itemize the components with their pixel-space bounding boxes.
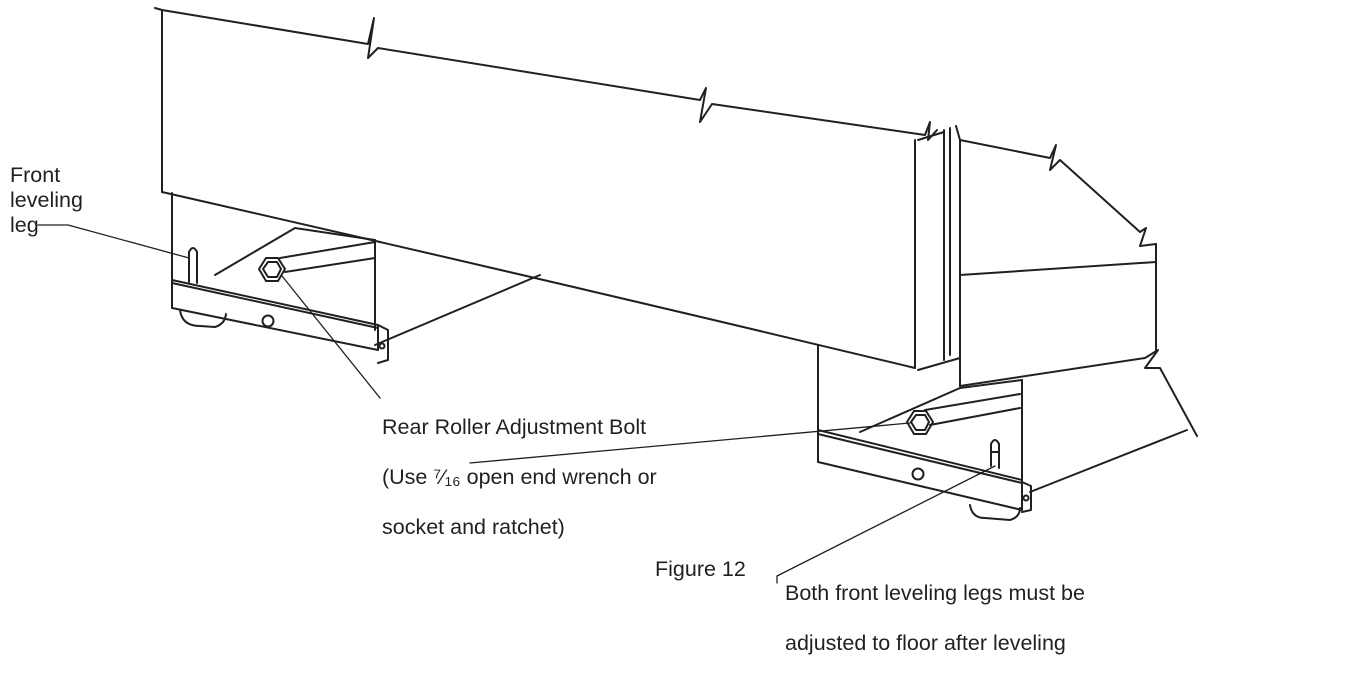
both-legs-line-2: adjusted to floor after leveling: [785, 631, 1066, 655]
leader-both-legs: [776, 465, 996, 584]
rear-roller-line-2: (Use ⁷⁄₁₆ open end wrench or: [382, 465, 657, 490]
right-rear-roller-bolt-icon: [906, 410, 934, 435]
rear-roller-line-2-post: open end wrench or: [460, 465, 657, 489]
leader-rear-roller-right: [469, 422, 911, 464]
both-legs-note: Both front leveling legs must be adjuste…: [785, 556, 1085, 681]
wrench-size-fraction: ⁷⁄₁₆: [433, 465, 461, 489]
left-base-frame: [171, 192, 541, 364]
rear-roller-line-2-pre: (Use: [382, 465, 434, 489]
left-cabinet-panel: [154, 7, 938, 369]
left-rear-roller-bolt-icon: [258, 257, 286, 282]
front-leveling-leg-label: Front leveling leg: [10, 163, 83, 237]
equipment-line-drawing: [37, 7, 1198, 584]
both-legs-line-1: Both front leveling legs must be: [785, 581, 1085, 605]
figure-caption: Figure 12: [655, 557, 746, 581]
right-base-frame: [817, 344, 1188, 521]
right-leveling-leg: [990, 439, 1000, 469]
leader-front-leg: [37, 224, 190, 259]
leader-rear-roller-left: [281, 275, 381, 399]
leader-lines: [37, 224, 996, 584]
rear-roller-adjustment-bolt-label: Rear Roller Adjustment Bolt (Use ⁷⁄₁₆ op…: [382, 390, 657, 565]
right-cabinet-panel: [917, 125, 1198, 437]
rear-roller-line-1: Rear Roller Adjustment Bolt: [382, 415, 647, 439]
rear-roller-line-3: socket and ratchet): [382, 515, 565, 539]
left-leveling-leg: [188, 247, 198, 284]
